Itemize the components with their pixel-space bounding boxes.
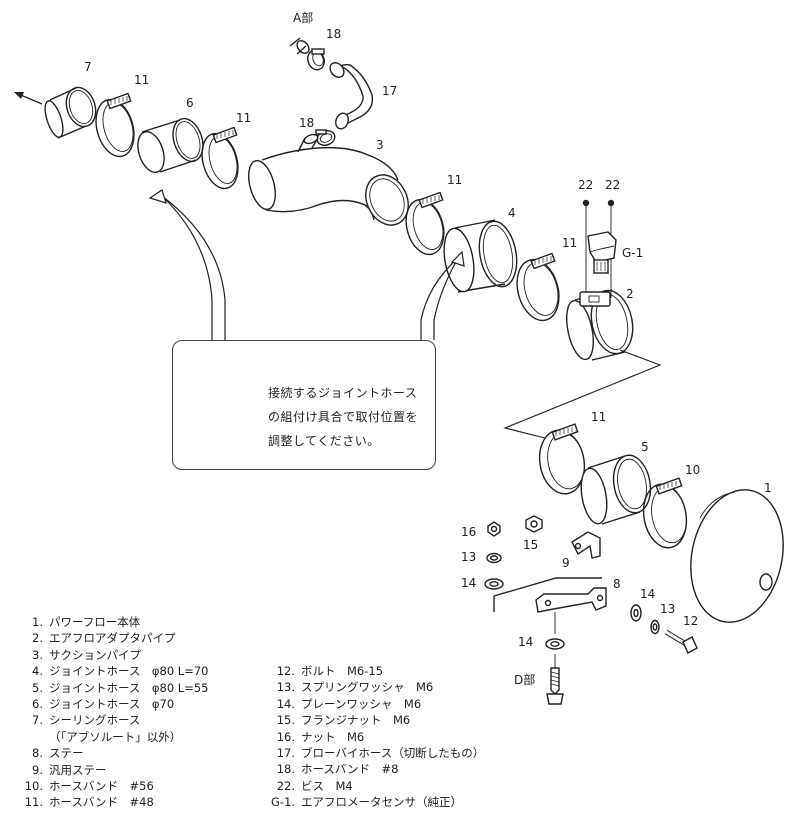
label-part-17: 17 <box>382 84 398 98</box>
parts-list-item: 6.ジョイントホース φ70 <box>32 696 175 711</box>
label-part-16: 16 <box>461 525 477 539</box>
parts-list-item: 18.ホースバンド #8 <box>276 762 399 777</box>
part-6-joint-hose <box>137 117 204 174</box>
parts-list-item: 1.パワーフロー本体 <box>32 615 141 629</box>
part-3-suction-pipe <box>248 133 409 226</box>
part-17-blowby-hose <box>329 62 374 130</box>
parts-list-item: 13.スプリングワッシャ M6 <box>276 680 434 695</box>
label-part-11-a: 11 <box>134 73 150 87</box>
part-11-hose-band-a <box>95 92 135 158</box>
parts-list-item: （「アブソルート」以外） <box>49 729 182 744</box>
parts-list-item: 10.ホースバンド #56 <box>24 778 154 793</box>
detail-d-screw <box>546 654 564 705</box>
callout-line-3: 調整してください。 <box>268 434 380 448</box>
part-14-plain-washer-a <box>484 578 504 590</box>
label-part-g1: G-1 <box>622 246 644 260</box>
part-13-spring-washer-a <box>486 552 502 564</box>
adjustment-callout-text: 接続するジョイントホース の組付け具合で取付位置を 調整してください。 <box>268 381 438 453</box>
part-11-hose-band-e <box>538 423 586 495</box>
label-part-11-b: 11 <box>236 111 252 125</box>
label-detail-d: D部 <box>514 673 536 687</box>
label-part-4: 4 <box>508 206 516 220</box>
parts-list-item: 9.汎用ステー <box>32 762 107 777</box>
callout-line-1: 接続するジョイントホース <box>268 386 418 400</box>
label-part-6: 6 <box>186 96 194 110</box>
parts-list-right: 12.ボルト M6-15 13.スプリングワッシャ M6 14.プレーンワッシャ… <box>265 663 484 811</box>
adjustment-callout-box <box>172 340 436 470</box>
label-part-11-d: 11 <box>562 236 578 250</box>
part-g1-airflow-sensor <box>587 231 617 274</box>
part-16-nut <box>487 521 501 537</box>
label-part-9: 9 <box>562 556 570 570</box>
parts-list-item: 8.ステー <box>32 746 84 761</box>
parts-list-item: 15.フランジナット M6 <box>276 713 411 728</box>
parts-list-item: 17.ブローバイホース（切断したもの） <box>276 745 485 760</box>
label-part-11-e: 11 <box>591 410 607 424</box>
label-part-12: 12 <box>683 614 699 628</box>
callout-line-2: の組付け具合で取付位置を <box>268 410 419 424</box>
label-part-7: 7 <box>84 60 92 74</box>
part-18-hose-band-lower <box>315 129 336 146</box>
label-part-18-b: 18 <box>299 116 315 130</box>
label-part-5: 5 <box>641 440 649 454</box>
part-12-bolt <box>664 629 698 654</box>
part-14-plain-washer-b <box>630 604 642 622</box>
label-detail-a: A部 <box>293 11 314 25</box>
callout-leader-arrows <box>148 189 465 340</box>
label-part-13-a: 13 <box>461 550 477 564</box>
part-11-hose-band-b <box>201 126 239 190</box>
part-2-airflow-adaptor-pipe <box>566 289 634 361</box>
label-part-14-c: 14 <box>518 635 534 649</box>
part-13-spring-washer-b <box>650 619 660 635</box>
parts-list-item: 11.ホースバンド #48 <box>24 795 154 810</box>
part-7-sealing-hose <box>44 86 97 139</box>
parts-list-item: 2.エアフロアダプタパイプ <box>32 631 176 646</box>
parts-list-item: 5.ジョイントホース φ80 L=55 <box>32 680 209 695</box>
part-8-stay <box>493 577 607 613</box>
label-part-22-a: 22 <box>578 178 594 192</box>
parts-list-item: 22.ビス M4 <box>276 778 353 793</box>
parts-list-item: 14.プレーンワッシャ M6 <box>276 696 422 711</box>
part-11-hose-band-d <box>516 252 560 322</box>
section-divider-line <box>503 349 662 439</box>
label-part-10: 10 <box>685 463 701 477</box>
part-18-hose-band-top <box>289 37 325 71</box>
label-part-14-a: 14 <box>461 576 477 590</box>
label-part-2: 2 <box>626 287 634 301</box>
airflow-arrow <box>14 92 43 105</box>
parts-list-left: 1.パワーフロー本体 2.エアフロアダプタパイプ 3.サクションパイプ 4.ジョ… <box>23 614 209 811</box>
parts-list-item: G-1.エアフロメータセンサ（純正） <box>270 795 462 810</box>
label-part-8: 8 <box>613 577 621 591</box>
parts-list-item: 16.ナット M6 <box>276 729 365 744</box>
label-part-15: 15 <box>523 538 539 552</box>
part-10-hose-band <box>642 477 688 549</box>
part-4-joint-hose <box>443 219 518 293</box>
parts-list-item: 7.シーリングホース <box>32 713 141 728</box>
label-part-22-b: 22 <box>605 178 621 192</box>
parts-list-item: 4.ジョイントホース φ80 L=70 <box>32 664 209 679</box>
label-part-18-a: 18 <box>326 27 342 41</box>
label-part-14-b: 14 <box>640 587 656 601</box>
part-11-hose-band-c <box>405 191 445 256</box>
parts-list-item: 3.サクションパイプ <box>32 647 141 662</box>
label-part-3: 3 <box>376 138 384 152</box>
part-1-power-flow-body <box>690 489 784 623</box>
part-15-flange-nut <box>525 515 543 533</box>
label-part-13-b: 13 <box>660 602 676 616</box>
part-5-joint-hose <box>580 454 652 525</box>
label-part-1: 1 <box>764 481 772 495</box>
part-9-general-stay <box>571 531 601 559</box>
label-part-11-c: 11 <box>447 173 463 187</box>
part-14-plain-washer-c <box>545 612 565 650</box>
parts-list-item: 12.ボルト M6-15 <box>276 664 384 678</box>
